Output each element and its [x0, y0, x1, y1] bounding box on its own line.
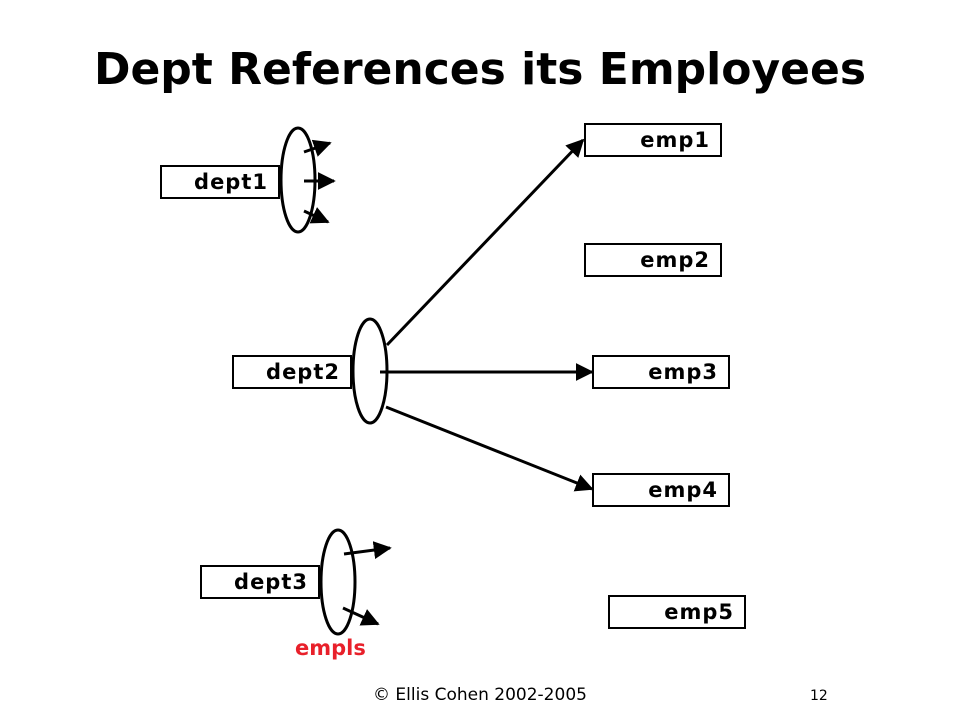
- empls-label: empls: [295, 636, 366, 660]
- dept1-ref-arrow-1: [303, 139, 332, 157]
- dept1-box: dept1: [160, 165, 280, 199]
- dept3-empls-ellipse: [319, 528, 357, 636]
- dept2-ref-emp4-arrow: [385, 405, 594, 492]
- page-number: 12: [810, 688, 828, 704]
- emp5-box: emp5: [608, 595, 746, 629]
- dept2-ref-emp1-arrow: [385, 138, 585, 347]
- slide-title: Dept References its Employees: [93, 44, 867, 95]
- copyright-footer: © Ellis Cohen 2002-2005: [373, 685, 587, 705]
- emp4-box: emp4: [592, 473, 730, 507]
- dept3-ref-arrow-2: [342, 606, 380, 626]
- emp1-box: emp1: [584, 123, 722, 157]
- emp2-box: emp2: [584, 243, 722, 277]
- dept3-box: dept3: [200, 565, 320, 599]
- dept1-ref-arrow-3: [303, 207, 330, 224]
- dept3-ref-arrow-1: [343, 541, 392, 560]
- emp3-box: emp3: [592, 355, 730, 389]
- dept2-box: dept2: [232, 355, 352, 389]
